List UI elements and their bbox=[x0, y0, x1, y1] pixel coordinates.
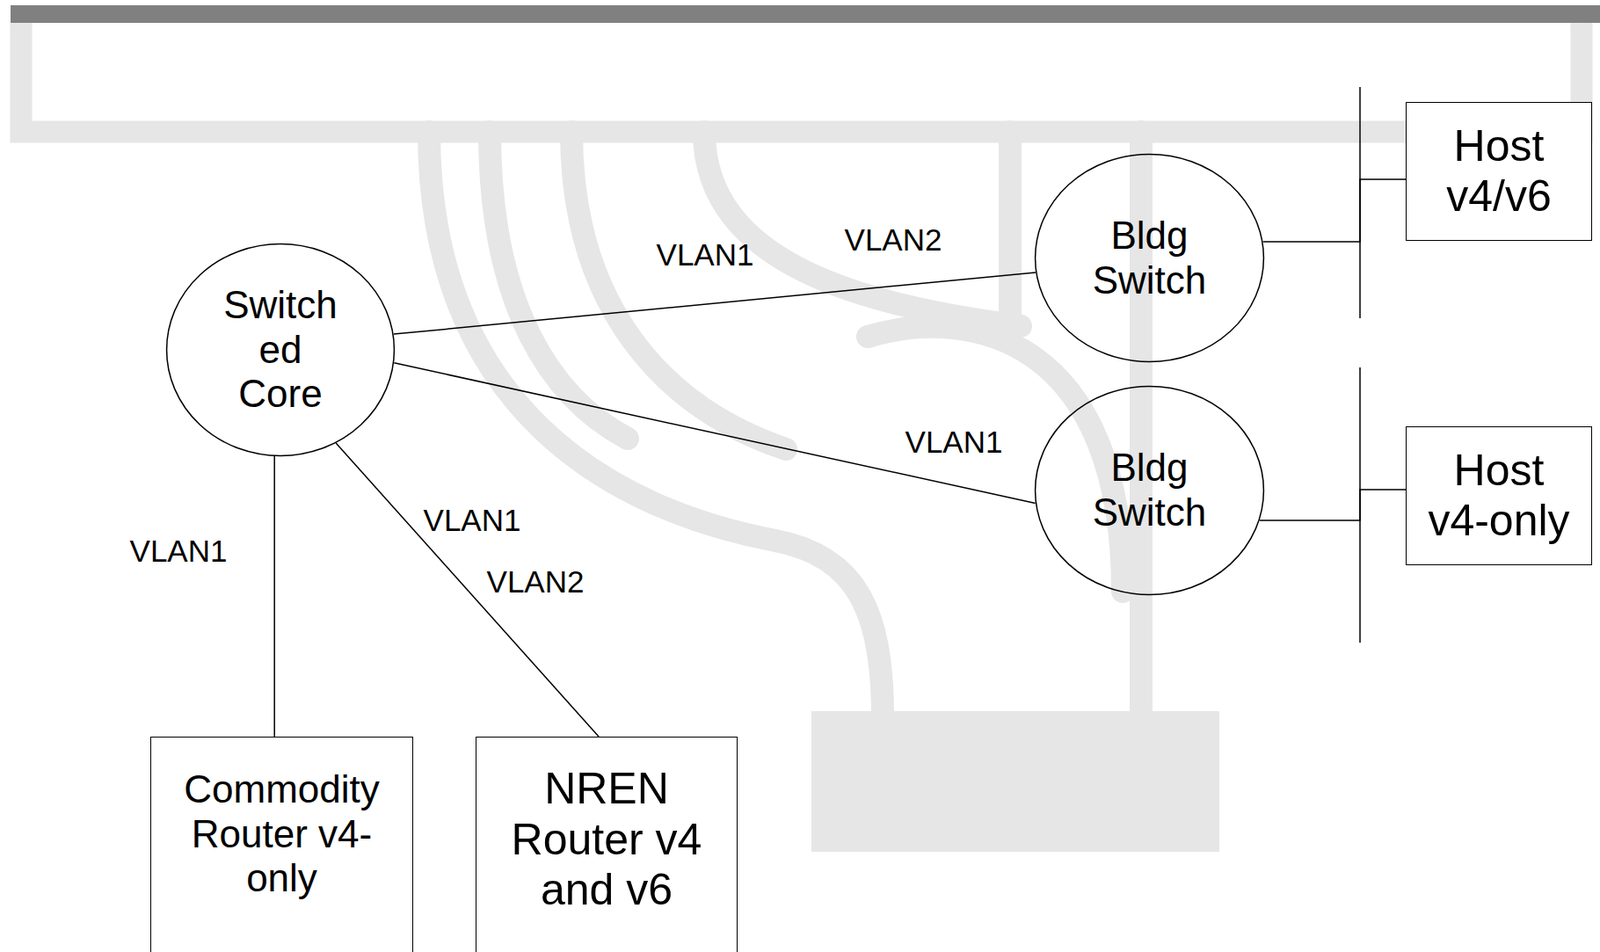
node-text: Switch ed Core bbox=[214, 283, 347, 417]
link-line bbox=[393, 363, 1035, 504]
vlan-label: VLAN2 bbox=[484, 565, 588, 600]
router-box: NREN Router v4 and v6 bbox=[475, 736, 738, 952]
router-box: Commodity Router v4-only bbox=[150, 736, 414, 952]
node-text: NREN Router v4 and v6 bbox=[494, 763, 720, 917]
node-text: Bldg Switch bbox=[1079, 445, 1221, 535]
link-line bbox=[393, 272, 1036, 335]
top-bar bbox=[10, 5, 1600, 23]
vlan-label: VLAN1 bbox=[421, 503, 524, 539]
node-text: Host v4-only bbox=[1419, 445, 1579, 547]
watermark-frame bbox=[21, 22, 1582, 132]
building-switch-circle: Bldg Switch bbox=[1033, 385, 1266, 597]
vlan-label: VLAN1 bbox=[127, 534, 231, 569]
host-box: Host v4-only bbox=[1405, 426, 1593, 566]
watermark-curve bbox=[998, 131, 1022, 327]
vlan-label: VLAN1 bbox=[654, 238, 757, 273]
link-line bbox=[273, 456, 276, 737]
link-line bbox=[1263, 179, 1406, 242]
link-line bbox=[1259, 489, 1406, 521]
building-switch-circle: Bldg Switch bbox=[1033, 152, 1266, 364]
core-switch-circle: Switch ed Core bbox=[165, 242, 396, 458]
link-line bbox=[335, 443, 599, 737]
watermark-curve bbox=[867, 327, 1123, 592]
watermark-block bbox=[811, 711, 1220, 852]
node-text: Bldg Switch bbox=[1079, 213, 1221, 303]
watermark-curve bbox=[429, 131, 883, 717]
node-text: Commodity Router v4-only bbox=[169, 767, 394, 902]
vlan-label: VLAN2 bbox=[842, 223, 946, 258]
node-text: Host v4/v6 bbox=[1419, 121, 1579, 223]
vlan-label: VLAN1 bbox=[902, 425, 1006, 460]
host-box: Host v4/v6 bbox=[1405, 101, 1593, 241]
watermark-curve bbox=[704, 131, 1021, 327]
watermark-curve bbox=[571, 131, 786, 450]
